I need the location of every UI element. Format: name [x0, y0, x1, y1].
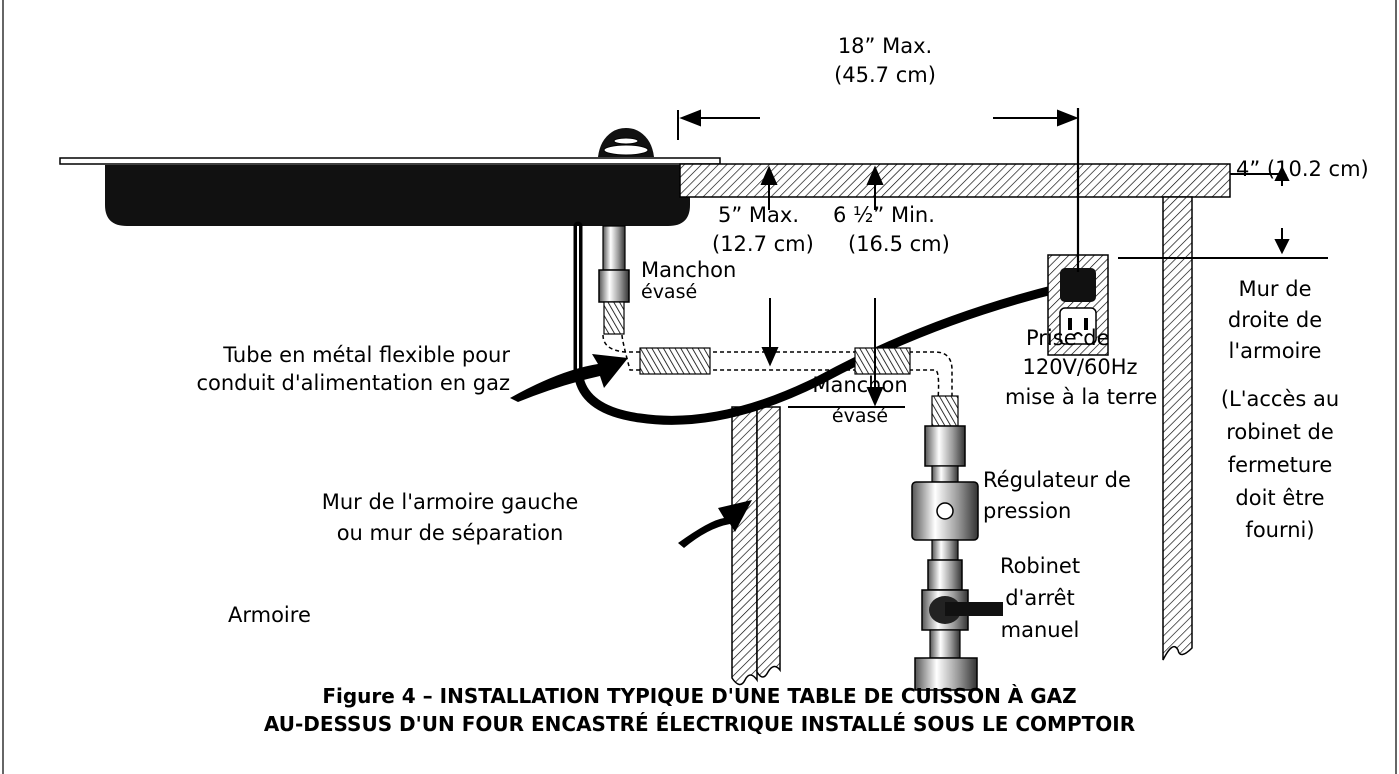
- access-line5: fourni): [1245, 518, 1315, 542]
- left-wall-line1: Mur de l'armoire gauche: [321, 490, 579, 514]
- right-wall-line3: l'armoire: [1228, 339, 1322, 363]
- right-cabinet-wall: [1162, 196, 1193, 661]
- dim-6-5-min-cm: (16.5 cm): [848, 232, 950, 256]
- cabinet-label: Armoire: [228, 603, 311, 627]
- flex-tube-line2: conduit d'alimentation en gaz: [196, 371, 510, 395]
- right-wall-line2: droite de: [1227, 308, 1323, 332]
- figure-caption-line2: AU-DESSUS D'UN FOUR ENCASTRÉ ÉLECTRIQUE …: [263, 712, 1136, 736]
- flex-tube-thread-right: [854, 347, 911, 375]
- sink-cooktop: [59, 128, 721, 226]
- cooktop-gas-inlet: [598, 225, 630, 335]
- regulator-line1: Régulateur de: [983, 468, 1131, 492]
- regulator-line2: pression: [983, 499, 1072, 523]
- access-line1: (L'accès au: [1220, 387, 1340, 411]
- left-cabinet-wall: [731, 406, 781, 686]
- dim-4-outlet: 4” (10.2 cm): [1236, 157, 1369, 181]
- flex-tube-line1: Tube en métal flexible pour: [223, 343, 510, 367]
- dim-18-max: 18” Max.: [837, 34, 933, 58]
- flex-tube-thread-left: [639, 347, 711, 375]
- access-line2: robinet de: [1226, 420, 1334, 444]
- outlet-line1: Prise de: [1026, 326, 1110, 350]
- outlet-line3: mise à la terre: [1005, 385, 1158, 409]
- dim-6-5-min: 6 ½” Min.: [833, 203, 935, 227]
- flare-union-top-line1: Manchon: [641, 258, 737, 282]
- access-line4: doit être: [1235, 486, 1325, 510]
- valve-line2: d'arrêt: [1005, 586, 1075, 610]
- flexible-gas-tube: [602, 334, 953, 401]
- dimension-lines: [677, 108, 1328, 408]
- valve-line3: manuel: [1000, 618, 1080, 642]
- flare-union-top-line2: évasé: [641, 281, 698, 303]
- dim-5-max: 5” Max.: [718, 203, 800, 227]
- valve-line1: Robinet: [999, 554, 1081, 578]
- access-line3: fermeture: [1227, 453, 1333, 477]
- right-wall-line1: Mur de: [1238, 277, 1312, 301]
- flare-union-bottom-line2: évasé: [831, 405, 889, 427]
- left-wall-line2: ou mur de séparation: [336, 521, 564, 545]
- power-cord: [573, 221, 1065, 425]
- gas-supply-train: [911, 395, 1003, 691]
- dim-5-max-cm: (12.7 cm): [712, 232, 814, 256]
- pointer-arrows: [510, 354, 752, 548]
- figure-caption-line1: Figure 4 – INSTALLATION TYPIQUE D'UNE TA…: [322, 684, 1077, 708]
- outlet-line2: 120V/60Hz: [1022, 355, 1138, 379]
- dim-18-max-cm: (45.7 cm): [834, 63, 936, 87]
- flare-union-bottom-line1: Manchon: [812, 373, 908, 397]
